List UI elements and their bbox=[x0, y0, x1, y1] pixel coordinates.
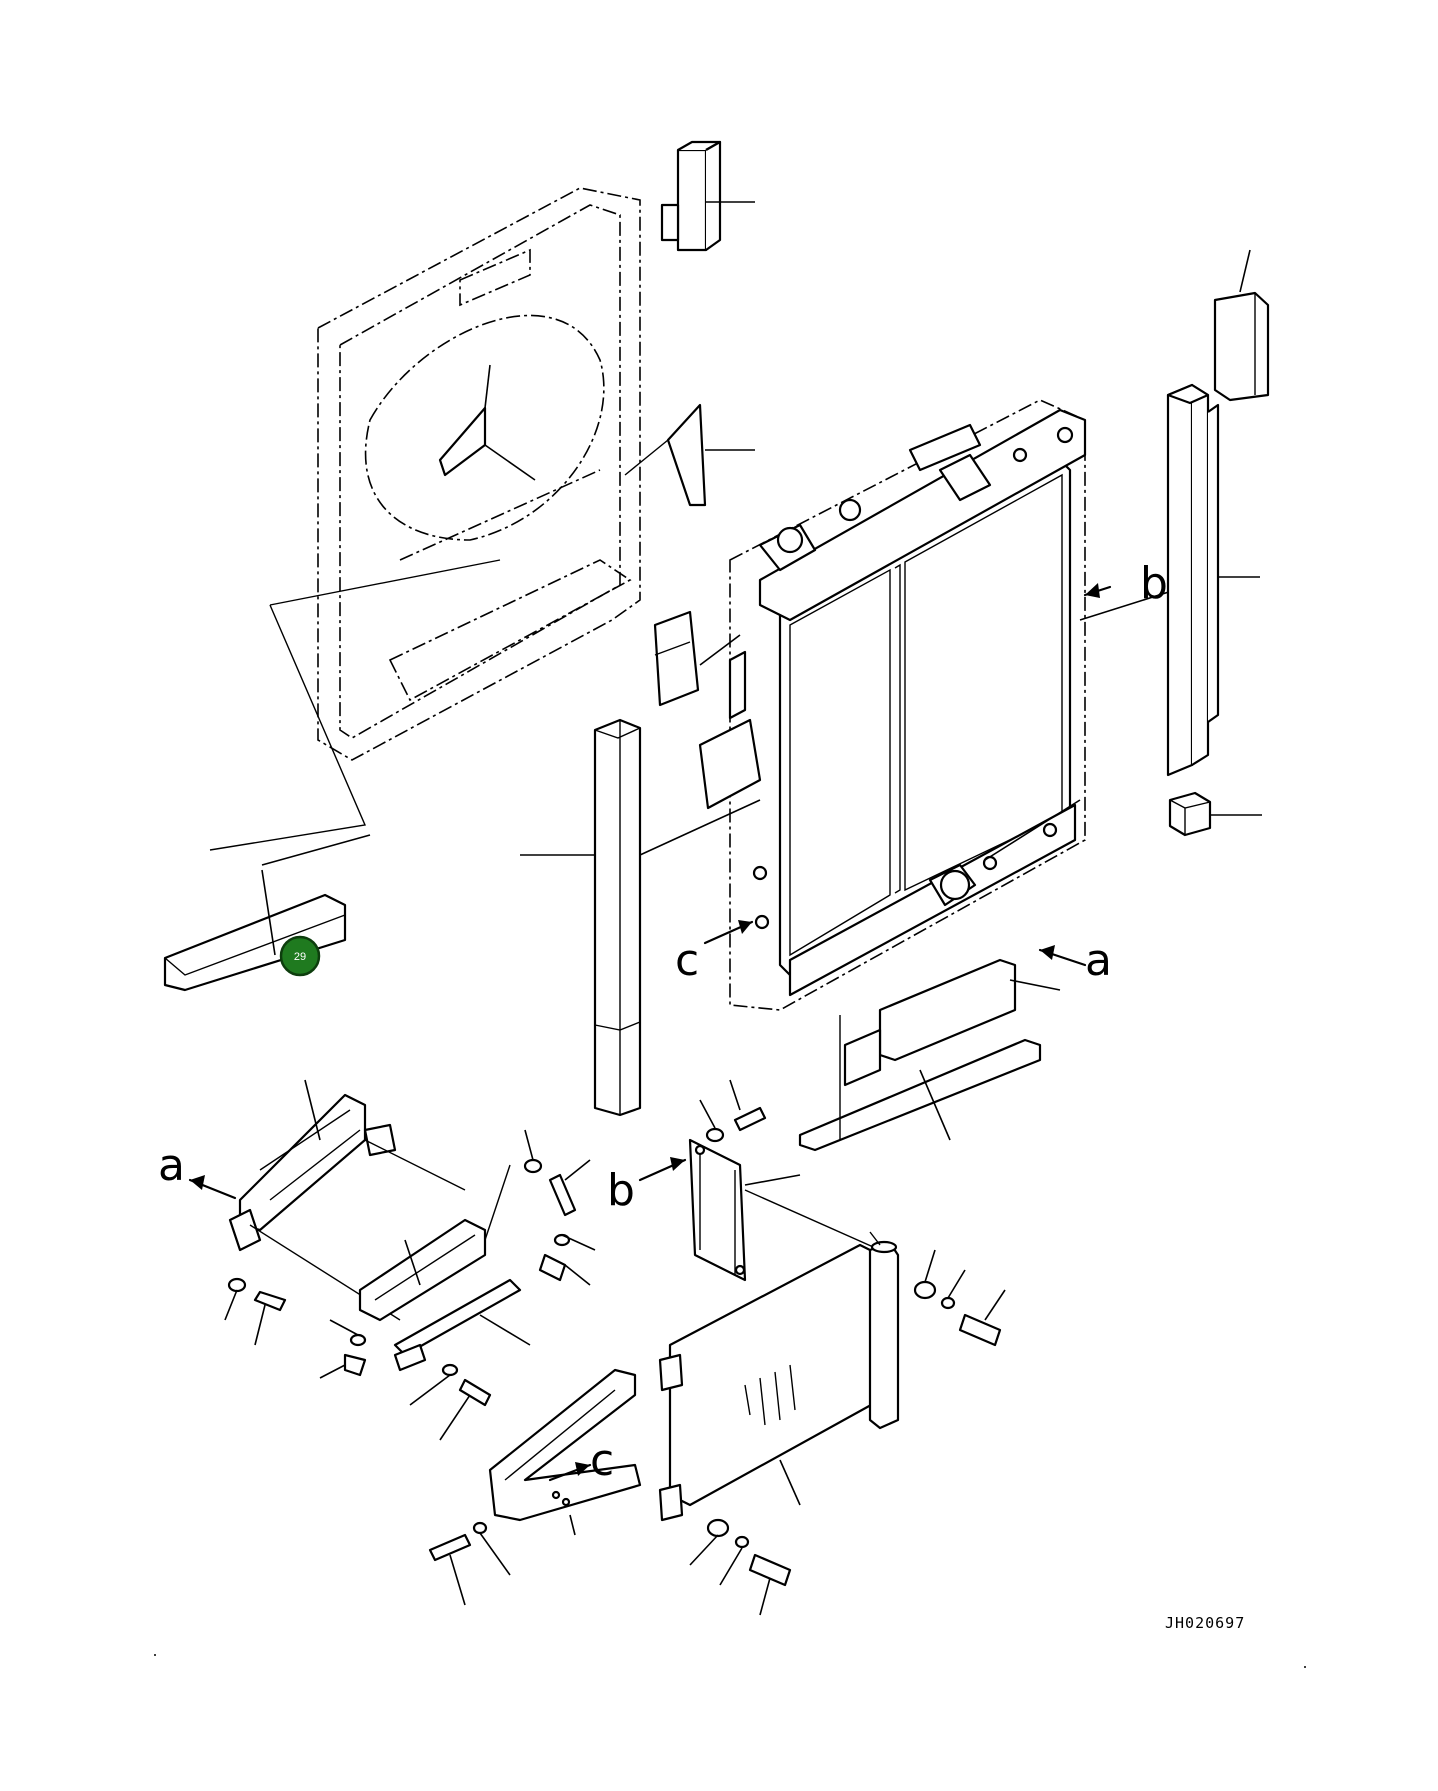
view-letter-b-right: b bbox=[1140, 558, 1168, 609]
stray-dot-right bbox=[1304, 1666, 1306, 1668]
fan-shroud bbox=[209, 187, 641, 851]
right-vertical-seal bbox=[1166, 249, 1270, 837]
stray-dot-left bbox=[154, 1654, 156, 1656]
view-arrows bbox=[188, 583, 1112, 1482]
left-bracket-assembly bbox=[224, 1079, 596, 1441]
wedge-seal bbox=[624, 403, 755, 507]
triangle-seal bbox=[438, 364, 536, 481]
view-letter-c-left: c bbox=[590, 1435, 614, 1486]
bottom-seals bbox=[798, 958, 1061, 1152]
upper-seal-block bbox=[660, 140, 755, 252]
callout-29[interactable]: 29 bbox=[279, 935, 321, 977]
bracket-b bbox=[688, 1138, 881, 1282]
part-29-seal bbox=[163, 834, 371, 992]
radiator-assembly bbox=[653, 399, 1176, 1011]
lower-bracket-c bbox=[428, 1368, 642, 1606]
view-letter-c-right: c bbox=[675, 935, 699, 986]
bolt-group-upper bbox=[523, 1079, 767, 1217]
view-letter-b-left: b bbox=[607, 1165, 635, 1216]
callout-29-circle[interactable] bbox=[279, 935, 321, 977]
drawing-code: JH020697 bbox=[1165, 1614, 1245, 1632]
view-letter-a-left: a bbox=[158, 1140, 185, 1191]
long-vertical-seal bbox=[520, 718, 761, 1117]
condenser-assembly bbox=[658, 1231, 1006, 1616]
view-letter-a-right: a bbox=[1085, 935, 1112, 986]
callout-29-label[interactable]: 29 bbox=[294, 951, 306, 963]
